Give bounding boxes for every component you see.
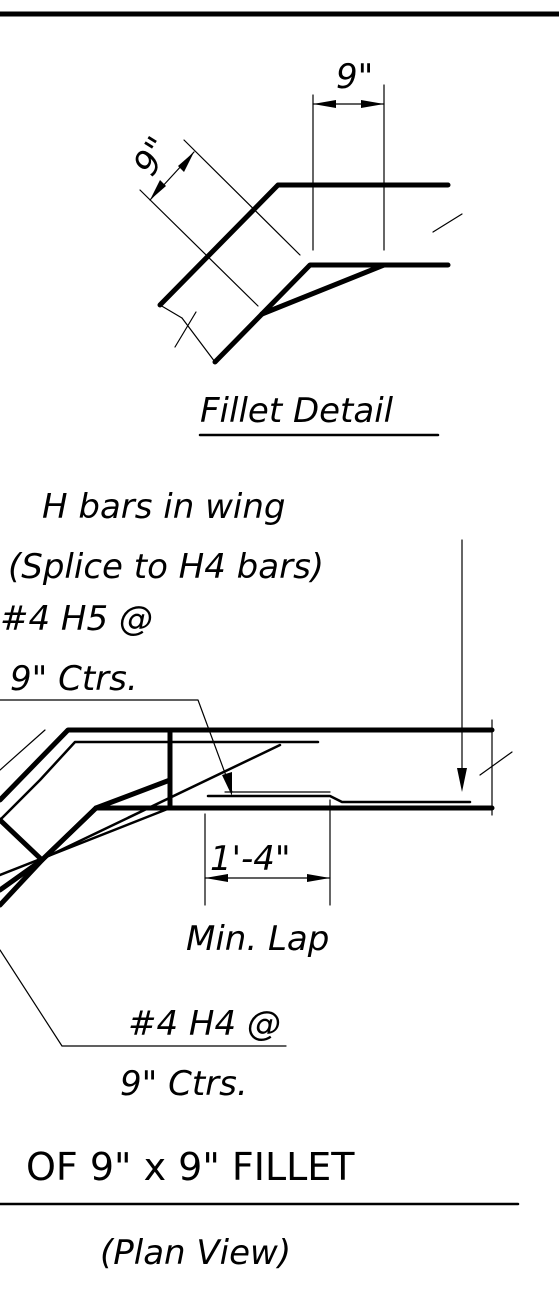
h4-label-line1: #4 H4 @	[128, 1004, 281, 1044]
break-mark-right	[432, 213, 463, 233]
view-label: (Plan View)	[100, 1233, 291, 1273]
section-title: OF 9" x 9" FILLET	[26, 1145, 355, 1189]
fillet-dim-angled: 9"	[126, 130, 180, 183]
h4-label-line2: 9" Ctrs.	[120, 1064, 248, 1104]
plan-rebar-diag-1	[38, 743, 282, 862]
fillet-dim-horizontal: 9"	[336, 57, 373, 97]
fillet-inner-face	[212, 262, 451, 365]
break-mark-lower	[159, 304, 183, 319]
plan-outer-face	[0, 727, 495, 803]
lap-label: Min. Lap	[186, 919, 329, 959]
dim-arrow-angled-b	[178, 152, 194, 172]
h5-label-line2: 9" Ctrs.	[10, 659, 138, 699]
h4-leader	[0, 949, 287, 1047]
wall-break-mark	[479, 751, 513, 776]
dim-ext-angled-upper	[183, 139, 301, 256]
lap-arrow-left	[205, 874, 228, 882]
fillet-detail-title: Fillet Detail	[200, 391, 394, 431]
lap-dimension: 1'-4"	[210, 839, 291, 879]
h5-label-line1: #4 H5 @	[0, 599, 153, 639]
lap-arrow-right	[307, 874, 330, 882]
dim-arrow-right	[361, 100, 384, 108]
plan-chamfer	[93, 777, 173, 811]
dim-ext-angled-lower	[139, 189, 259, 307]
plan-splice-bar	[206, 794, 472, 804]
h5-leader	[0, 699, 233, 793]
h-bars-line2: (Splice to H4 bars)	[8, 547, 324, 587]
plan-rebar-diamond	[0, 805, 99, 863]
fillet-outer-face	[157, 182, 451, 308]
break-mark-lower-2	[174, 311, 197, 348]
dim-arrow-left	[313, 100, 336, 108]
h5-arrow	[222, 772, 232, 796]
fillet-detail: 9" 9" Fillet Detail	[126, 57, 463, 437]
dim-arrow-angled-a	[150, 180, 166, 200]
plan-rebar-diag-2	[0, 806, 172, 877]
plan-rebar-inner	[0, 740, 320, 822]
break-mark-lower-3	[181, 317, 216, 363]
plan-view: H bars in wing (Splice to H4 bars) #4 H5…	[0, 487, 520, 1273]
h-bars-arrow	[457, 768, 467, 792]
plan-rebar-diag-3	[0, 729, 46, 771]
h-bars-line1: H bars in wing	[42, 487, 285, 527]
fillet-chamfer	[259, 262, 387, 317]
plan-chamfer-2	[0, 857, 45, 893]
